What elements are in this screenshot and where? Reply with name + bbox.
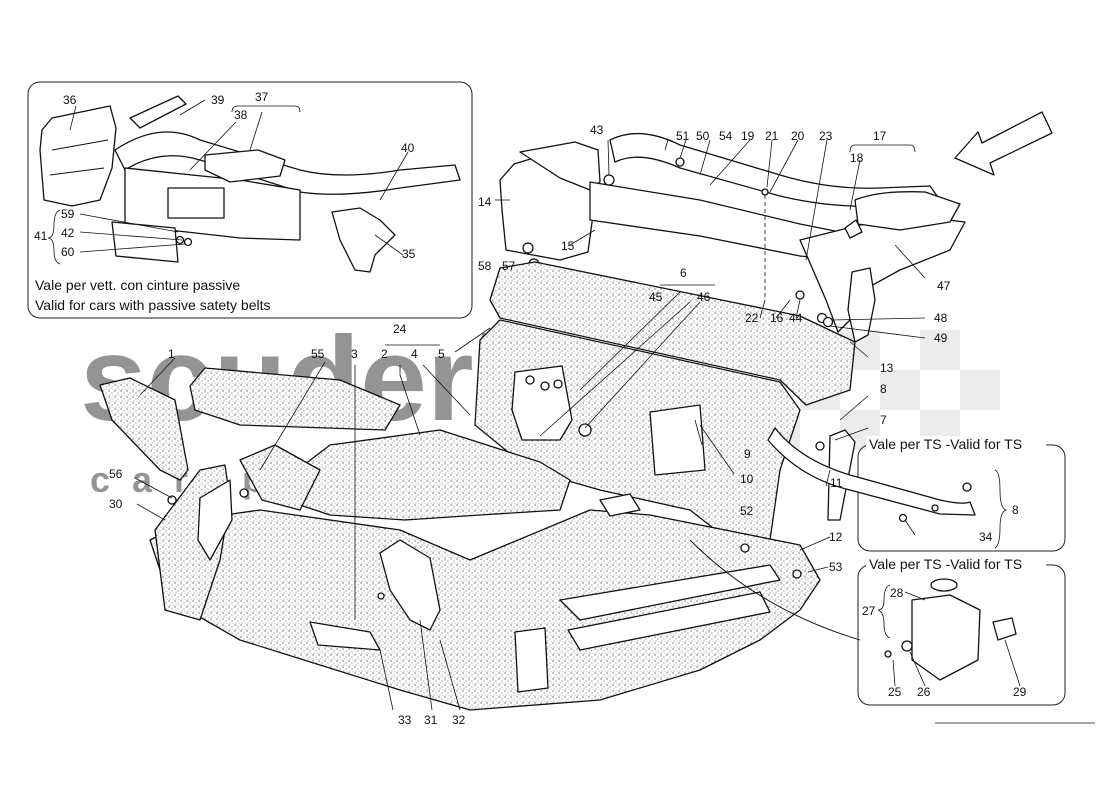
callout-label: 34	[979, 530, 993, 544]
callout-label: 8	[880, 382, 887, 396]
callout-label: 17	[873, 129, 887, 143]
callout-label: 56	[109, 467, 123, 481]
callout-label: 46	[697, 290, 711, 304]
inset-ts-parts	[884, 482, 1017, 681]
callout-label: 28	[890, 586, 904, 600]
callout-label: 15	[561, 239, 575, 253]
callout-label: 21	[765, 129, 779, 143]
callout-label: 20	[791, 129, 805, 143]
callout-label: 27	[862, 604, 876, 618]
callout-label: 19	[741, 129, 755, 143]
callout-label: 50	[696, 129, 710, 143]
callout-label: 26	[917, 685, 931, 699]
callout-label: 52	[740, 504, 754, 518]
callout-label: 51	[676, 129, 690, 143]
callout-label: 5	[438, 347, 445, 361]
callout-label: 23	[819, 129, 833, 143]
callout-label: 31	[424, 713, 438, 727]
callout-labels: 1 2 3 4 5 6 7 8 8 9 10 11 12 13 14 15 16…	[34, 90, 1027, 727]
callout-label: 12	[829, 530, 843, 544]
callout-label: 58	[478, 259, 492, 273]
callout-label: 29	[1013, 685, 1027, 699]
inset-frame-passive-belts	[27, 81, 473, 319]
direction-arrow-icon	[954, 111, 1053, 176]
callout-label: 11	[830, 476, 843, 490]
callout-label: 10	[740, 472, 754, 486]
callout-label: 60	[61, 245, 75, 259]
callout-label: 4	[411, 347, 418, 361]
callout-label: 47	[937, 279, 951, 293]
callout-label: 9	[744, 447, 751, 461]
callout-label: 3	[351, 347, 358, 361]
callout-label: 53	[829, 560, 843, 574]
callout-label: 57	[502, 259, 516, 273]
callout-label: 7	[880, 413, 887, 427]
inset-passive-belts-parts	[39, 95, 461, 273]
callout-label: 36	[63, 93, 77, 107]
callout-label: 1	[168, 347, 175, 361]
callout-label: 48	[934, 311, 948, 325]
callout-label: 45	[649, 290, 663, 304]
callout-label: 2	[381, 347, 388, 361]
callout-label: 49	[934, 331, 948, 345]
callout-label: 13	[880, 361, 894, 375]
top-rear-assembly	[499, 132, 966, 343]
callout-label: 6	[680, 266, 687, 280]
callout-label: 18	[850, 151, 864, 165]
callout-label: 40	[401, 141, 415, 155]
callout-label: 37	[255, 90, 269, 104]
callout-label: 43	[590, 123, 604, 137]
callout-label: 14	[478, 195, 492, 209]
callout-label: 16	[770, 311, 784, 325]
callout-label: 39	[211, 93, 225, 107]
callout-label: 35	[402, 247, 416, 261]
callout-label: 25	[888, 685, 902, 699]
callout-label: 30	[109, 497, 123, 511]
callout-label: 33	[398, 713, 412, 727]
callout-label: 24	[393, 322, 407, 336]
callout-label: 44	[789, 311, 803, 325]
callout-label: 55	[311, 347, 325, 361]
inset-caption-passive-english: Valid for cars with passive satety belts	[35, 297, 271, 313]
callout-label: 42	[61, 226, 75, 240]
callout-label: 54	[719, 129, 733, 143]
inset-caption-passive-italian: Vale per vett. con cinture passive	[35, 277, 240, 293]
callout-label: 8	[1012, 503, 1019, 517]
callout-label: 32	[452, 713, 466, 727]
leader-lines	[47, 99, 1095, 724]
callout-label: 59	[61, 207, 75, 221]
callout-label: 22	[745, 311, 759, 325]
inset-caption-ts-8: Vale per TS -Valid for TS	[869, 436, 1022, 452]
callout-label: 41	[34, 229, 48, 243]
inset-caption-ts-27: Vale per TS -Valid for TS	[869, 556, 1022, 572]
main-carpet-assembly	[99, 261, 976, 711]
callout-label: 38	[234, 108, 248, 122]
